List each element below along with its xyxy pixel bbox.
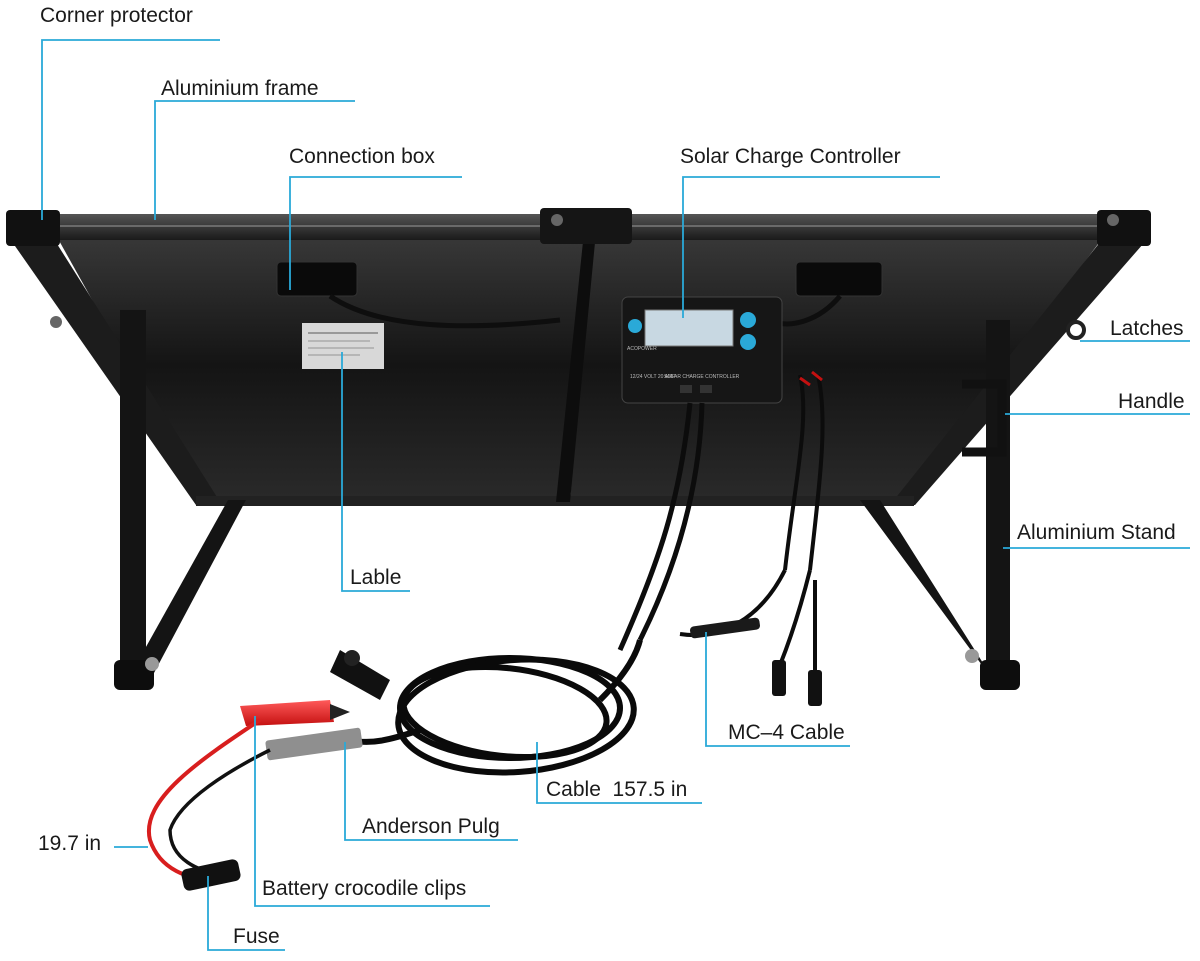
frame-right-side	[890, 236, 1150, 505]
mc4-connector	[690, 617, 760, 639]
label-cable-length: Cable 157.5 in	[546, 778, 688, 801]
leader-aluminium-frame	[154, 100, 355, 220]
leader-cable-length	[536, 742, 702, 804]
leader-lable	[341, 352, 410, 592]
label-connection-box: Connection box	[289, 145, 435, 168]
frame-left-side	[8, 236, 222, 505]
label-latches: Latches	[1110, 317, 1184, 340]
connection-box-right	[795, 261, 883, 297]
stand-right-foot	[980, 660, 1020, 690]
label-crocodile-clips: Battery crocodile clips	[262, 877, 467, 900]
fuse-holder	[181, 859, 241, 891]
label-sticker	[302, 323, 384, 369]
label-corner-protector: Corner protector	[40, 4, 193, 27]
label-mc4-cable: MC–4 Cable	[728, 721, 845, 744]
corner-protector-left	[6, 210, 60, 246]
label-clip-length: 19.7 in	[38, 832, 102, 855]
leader-fuse	[207, 876, 285, 951]
latch-right	[1066, 320, 1086, 340]
leader-connection-box	[289, 176, 462, 290]
controller-specs: 12/24 VOLT 20 AMP	[630, 374, 676, 380]
label-lable: Lable	[350, 566, 402, 589]
handle	[962, 379, 1007, 457]
connection-box-left	[276, 261, 358, 297]
leader-corner-protector	[41, 39, 220, 220]
stand-right-vertical	[986, 320, 1010, 685]
label-fuse: Fuse	[233, 925, 280, 948]
charge-controller: ACOPOWER 12/24 VOLT 20 AMP SOLAR CHARGE …	[621, 296, 783, 404]
stand-left-diagonal	[132, 500, 246, 688]
leader-mc4-cable	[705, 632, 850, 747]
leader-anderson-plug	[344, 742, 518, 841]
label-aluminium-stand: Aluminium Stand	[1017, 521, 1176, 544]
controller-brand: ACOPOWER	[627, 346, 657, 352]
frame-bottom-rail	[196, 496, 914, 506]
stand-right-diagonal	[860, 500, 1000, 690]
controller-title: SOLAR CHARGE CONTROLLER	[664, 374, 740, 380]
label-anderson-plug: Anderson Pulg	[362, 815, 500, 838]
label-aluminium-frame: Aluminium frame	[161, 77, 319, 100]
leader-crocodile-clips	[254, 716, 490, 907]
label-solar-charge-controller: Solar Charge Controller	[680, 145, 901, 168]
corner-protector-right	[1097, 210, 1151, 246]
stand-left-foot	[114, 660, 154, 690]
crocodile-clip-red	[240, 700, 350, 726]
anderson-plug	[265, 727, 363, 761]
label-handle: Handle	[1118, 390, 1185, 413]
hinge-center	[540, 208, 632, 244]
stand-left-vertical	[120, 310, 146, 680]
crocodile-clip-black	[330, 650, 390, 700]
latch-left	[50, 316, 62, 328]
cable-coil	[349, 639, 643, 776]
panel-center-seam	[556, 232, 596, 502]
leader-solar-charge-controller	[682, 176, 940, 318]
